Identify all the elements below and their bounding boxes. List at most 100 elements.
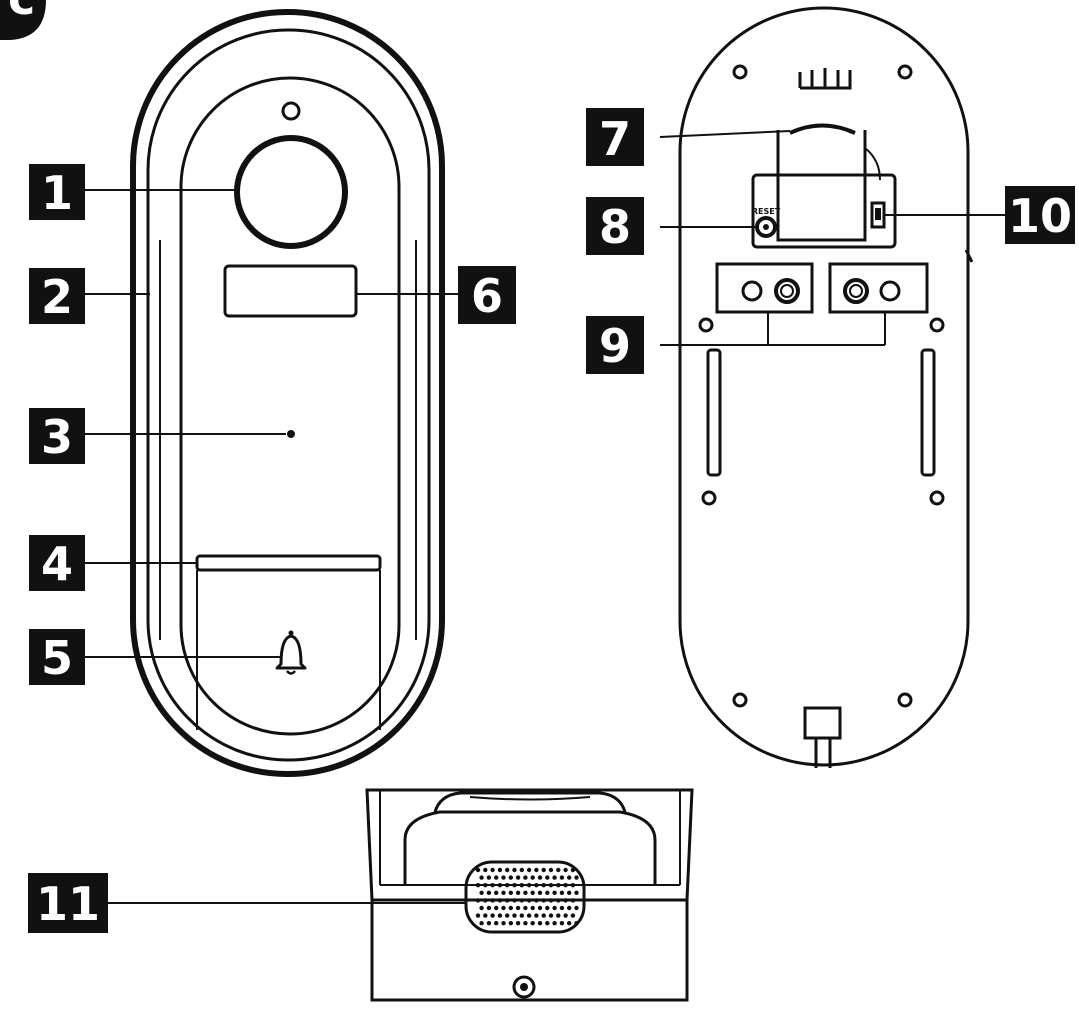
screw-heads — [698, 64, 945, 708]
status-light-bar — [195, 554, 382, 572]
grille-hole — [501, 875, 506, 880]
grille-hole — [545, 905, 550, 911]
grille-hole — [530, 875, 535, 880]
grille-hole — [508, 875, 513, 880]
grille-hole — [563, 883, 568, 888]
grille-hole — [501, 905, 506, 911]
grille-hole — [552, 875, 557, 880]
grille-hole — [548, 898, 554, 903]
grille-hole — [497, 898, 503, 903]
motion-sensor-window — [223, 264, 358, 318]
grille-hole — [548, 883, 554, 888]
grille-hole — [497, 883, 503, 888]
grille-hole — [519, 867, 524, 873]
grille-hole — [530, 890, 535, 895]
grille-hole — [515, 905, 521, 911]
grille-hole — [512, 867, 517, 873]
grille-hole — [523, 905, 528, 911]
grille-hole — [483, 898, 488, 903]
grille-hole — [483, 883, 488, 888]
grille-hole — [505, 913, 510, 918]
grille-hole — [483, 913, 488, 918]
grille-hole — [479, 905, 484, 911]
callout-5-label: 5 — [41, 631, 73, 685]
grille-hole — [486, 905, 492, 911]
battery-compartment — [751, 123, 897, 249]
front-outer-shell — [130, 9, 445, 777]
grille-hole — [541, 913, 546, 918]
camera-lens — [234, 135, 348, 249]
callout-3: 3 — [29, 408, 85, 464]
grille-hole — [494, 921, 499, 926]
grille-hole — [530, 905, 535, 911]
grille-hole — [545, 921, 550, 926]
grille-hole — [523, 890, 528, 895]
grille-hole — [537, 875, 543, 880]
callout-11-label: 11 — [36, 877, 100, 931]
grille-hole — [534, 913, 539, 918]
grille-hole — [490, 867, 495, 873]
grille-hole — [534, 867, 539, 873]
grille-hole — [534, 883, 539, 888]
grille-hole — [519, 898, 524, 903]
grille-hole — [537, 890, 543, 895]
grille-hole — [515, 921, 521, 926]
callout-11: 11 — [28, 873, 108, 933]
grille-hole — [519, 883, 524, 888]
grille-hole — [512, 898, 517, 903]
mount-slot-right — [920, 348, 936, 477]
grille-hole — [494, 875, 499, 880]
grille-hole — [570, 898, 576, 903]
grille-hole — [479, 921, 484, 926]
leader-7 — [659, 130, 791, 138]
grille-hole — [505, 867, 510, 873]
grille-hole — [508, 921, 513, 926]
microphone-hole — [287, 430, 295, 438]
bell-icon — [275, 630, 307, 675]
grille-hole — [512, 913, 517, 918]
grille-hole — [570, 883, 576, 888]
mount-slot-left — [706, 348, 722, 477]
grille-hole — [570, 913, 576, 918]
grille-hole — [545, 875, 550, 880]
grille-hole — [574, 921, 579, 926]
speaker-grille — [464, 860, 586, 934]
grille-hole — [490, 913, 495, 918]
doorbell-front — [130, 9, 445, 777]
grille-hole — [567, 905, 572, 911]
grille-hole — [541, 867, 546, 873]
grille-hole — [515, 875, 521, 880]
callout-6-label: 6 — [471, 269, 503, 323]
grille-hole — [563, 867, 568, 873]
callout-10-label: 10 — [1008, 189, 1072, 243]
callout-2-label: 2 — [41, 270, 73, 324]
callout-1-label: 1 — [41, 166, 73, 220]
grille-hole — [559, 905, 565, 911]
grille-hole — [545, 890, 550, 895]
light-sensor — [281, 101, 301, 121]
callout-6: 6 — [458, 266, 516, 324]
grille-hole — [563, 913, 568, 918]
grille-hole — [475, 913, 481, 918]
grille-hole — [559, 875, 565, 880]
grille-hole — [479, 890, 484, 895]
reset-label: RESET — [752, 207, 781, 216]
bottom-port — [803, 706, 842, 768]
grille-hole — [486, 921, 492, 926]
grille-hole — [490, 898, 495, 903]
grille-hole — [475, 883, 481, 888]
grille-dots — [475, 867, 579, 926]
callout-4: 4 — [29, 535, 85, 591]
grille-hole — [552, 890, 557, 895]
grille-hole — [483, 867, 488, 873]
grille-hole — [515, 890, 521, 895]
grille-hole — [530, 921, 535, 926]
leader-9 — [660, 312, 886, 346]
grille-hole — [486, 875, 492, 880]
front-panel — [179, 76, 401, 736]
grille-hole — [574, 905, 579, 911]
grille-hole — [505, 883, 510, 888]
callout-2: 2 — [29, 268, 85, 324]
